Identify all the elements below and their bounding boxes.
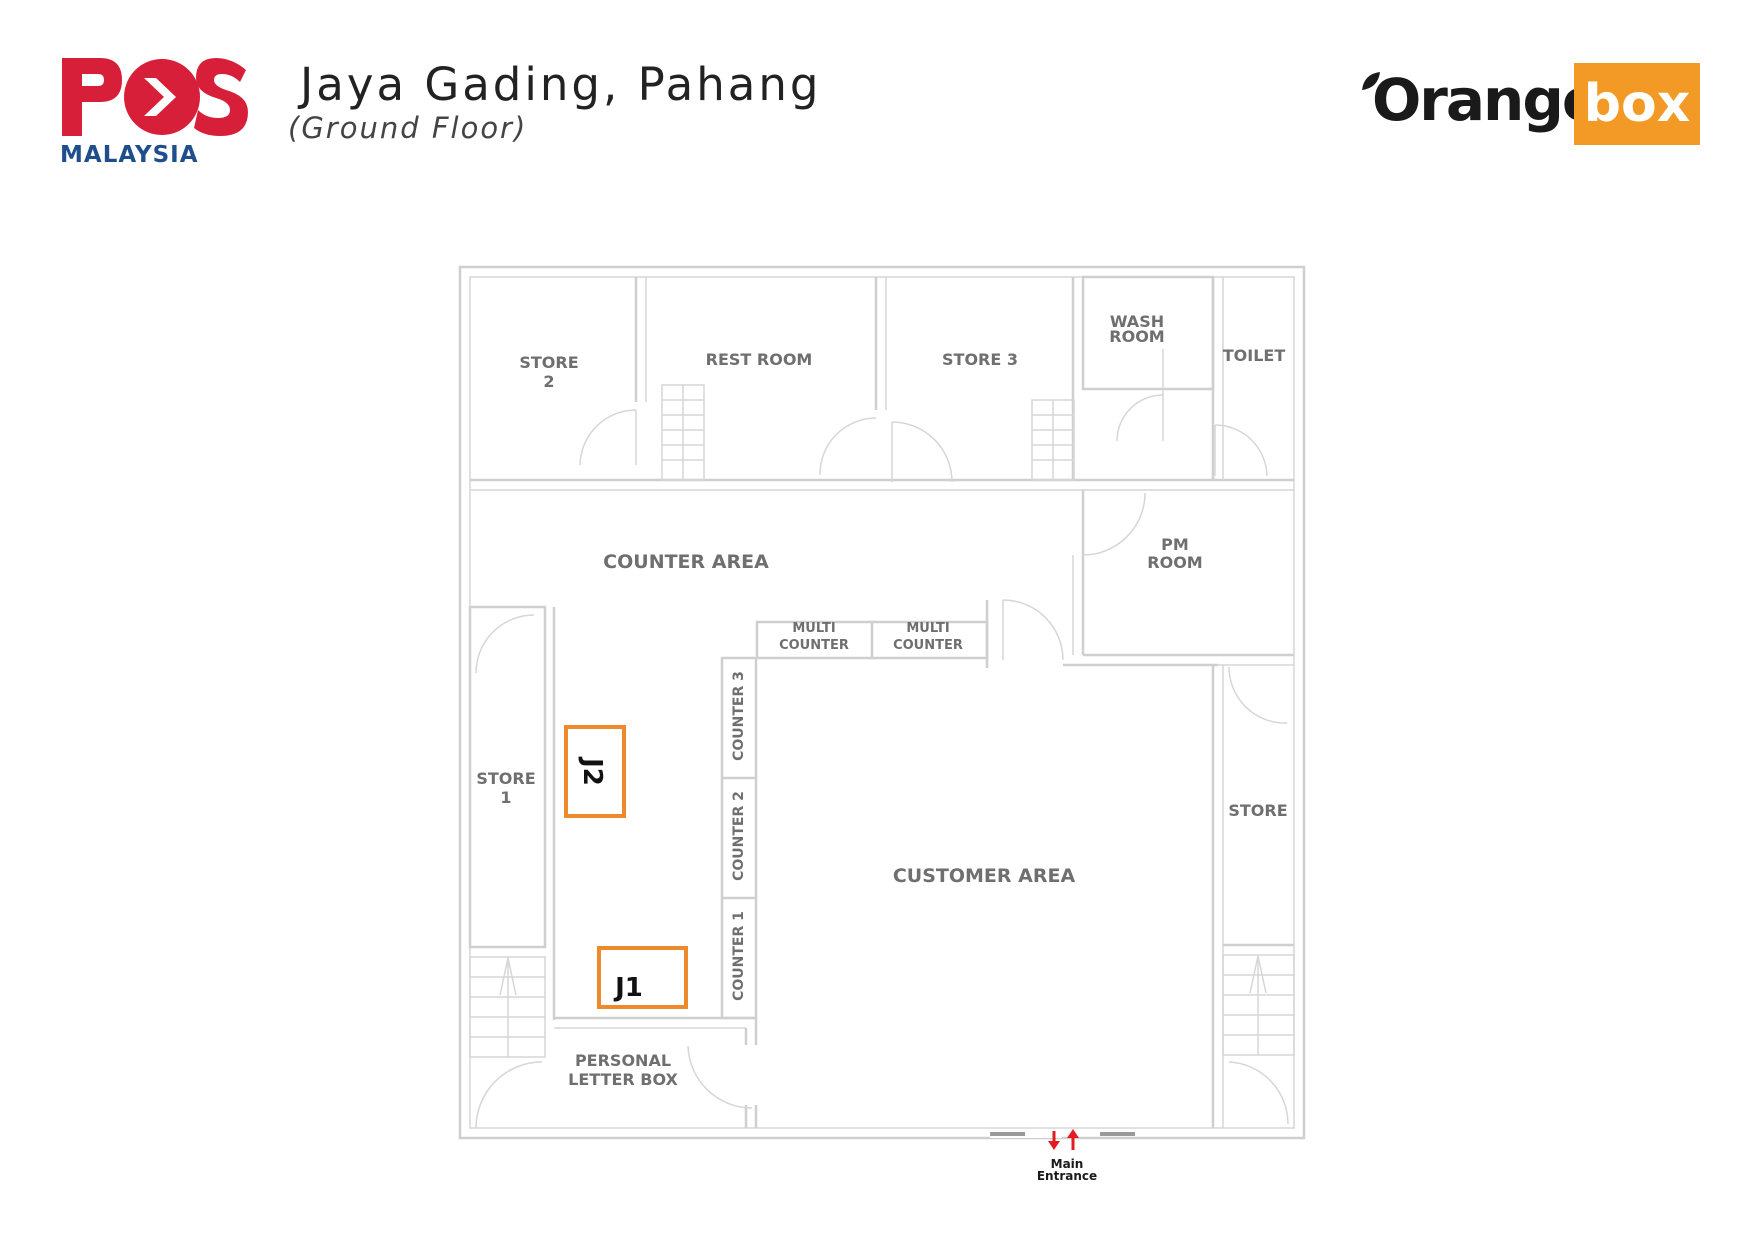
- label-main-entrance-line1: Main: [1051, 1157, 1084, 1171]
- label-wash-room-line1: WASH: [1110, 312, 1164, 331]
- customer-area-walls: [990, 665, 1295, 1138]
- orangebox-logo-box: box: [1574, 63, 1700, 145]
- label-main-entrance-line2: Entrance: [1037, 1169, 1097, 1183]
- label-store2-line1: STORE: [519, 353, 578, 372]
- label-counter-2: COUNTER 2: [731, 791, 747, 881]
- left-stores: [468, 605, 556, 1129]
- label-multi-counter-2-line2: COUNTER: [893, 638, 963, 653]
- label-multi-counter-1-line1: MULTI: [792, 621, 835, 636]
- label-pm-room-line2: ROOM: [1147, 553, 1202, 572]
- label-multi-counter-1-line2: COUNTER: [779, 638, 849, 653]
- label-counter-area: COUNTER AREA: [603, 551, 769, 573]
- label-store-right: STORE: [1228, 801, 1287, 820]
- label-toilet: TOILET: [1223, 346, 1286, 365]
- inner-wall: [469, 276, 1295, 1129]
- pm-room-walls: [1002, 490, 1294, 666]
- pos-logo-mark: [62, 58, 248, 136]
- label-personal-letter-box-line2: LETTER BOX: [568, 1070, 678, 1089]
- orangebox-logo-word: Orange: [1372, 66, 1601, 134]
- label-pm-room-line1: PM: [1161, 535, 1189, 554]
- page-title: Jaya Gading, Pahang: [300, 58, 822, 111]
- pos-malaysia-logo: MALAYSIA: [60, 56, 260, 171]
- marker-j1: J1: [597, 946, 688, 1009]
- counter-structures: [720, 600, 1218, 1020]
- label-counter-3: COUNTER 3: [731, 671, 747, 761]
- label-customer-area: CUSTOMER AREA: [893, 865, 1076, 887]
- label-personal-letter-box-line1: PERSONAL: [575, 1051, 671, 1070]
- marker-j2: J2: [564, 725, 626, 818]
- page-subtitle: (Ground Floor): [288, 111, 528, 145]
- marker-j1-label: J1: [613, 973, 643, 1003]
- entrance-arrows-icon: [1048, 1129, 1079, 1150]
- label-counter-1: COUNTER 1: [731, 911, 747, 1001]
- label-rest-room: REST ROOM: [706, 350, 813, 369]
- label-store1-line1: STORE: [476, 769, 535, 788]
- outer-wall: [458, 265, 1306, 1140]
- label-store3: STORE 3: [942, 350, 1018, 369]
- marker-j2-label: J2: [577, 756, 607, 786]
- letter-box-walls: [554, 1016, 758, 1128]
- label-wash-room-line2: ROOM: [1109, 327, 1164, 346]
- pos-malaysia-wordmark: MALAYSIA: [60, 142, 199, 168]
- label-multi-counter-2-line1: MULTI: [906, 621, 949, 636]
- label-store1-line2: 1: [500, 788, 511, 807]
- label-store2-line2: 2: [543, 372, 554, 391]
- top-rooms: [470, 275, 1294, 491]
- leaf-icon: [1362, 72, 1380, 90]
